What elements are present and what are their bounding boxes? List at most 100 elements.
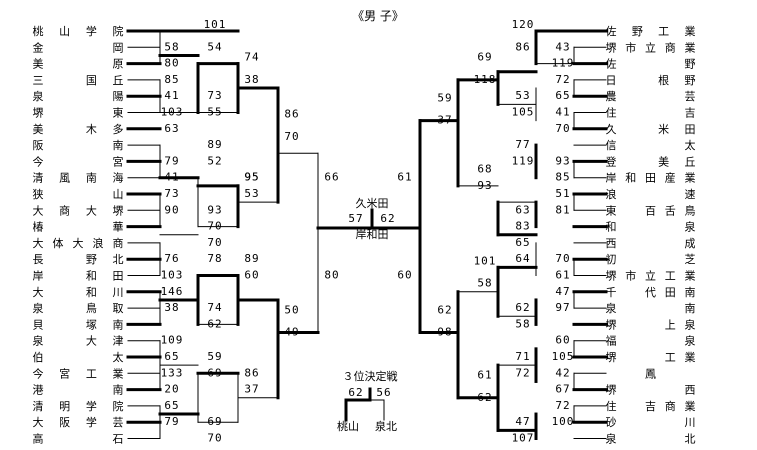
left_r1-score: 58 [164, 40, 179, 53]
right-team-char: 和 [606, 221, 617, 234]
left_r1-score: 20 [164, 383, 179, 396]
right_r2-score: 118 [474, 73, 497, 86]
left_r1-score: 93 [207, 203, 222, 216]
left_r1-score: 52 [207, 154, 222, 167]
right_r1-score: 120 [512, 18, 535, 31]
right-team-char: 成 [685, 237, 696, 250]
right_r1-score: 63 [515, 203, 530, 216]
right-team-char: 鳥 [685, 203, 696, 217]
right_r1-score: 67 [555, 383, 570, 396]
left_r1-score: 70 [207, 432, 222, 445]
left_r1-score: 101 [204, 18, 227, 31]
right-team-char: 太 [685, 139, 696, 152]
right_r1-score: 61 [555, 269, 570, 282]
right-team-char: 芸 [685, 90, 696, 103]
right-team-char: 野 [632, 25, 643, 38]
left-team-char: 南 [113, 318, 124, 331]
left_r1-score: 133 [161, 366, 184, 379]
right_r2-score: 101 [474, 254, 497, 267]
right-team-char: 美 [658, 155, 669, 168]
left-team-char: 山 [59, 25, 70, 38]
right-team-char: 北 [685, 433, 696, 446]
right_r1-score: 60 [555, 334, 570, 347]
left_r1-score: 65 [164, 399, 179, 412]
left-team-char: 泉 [33, 89, 44, 103]
left-team-char: 南 [113, 139, 124, 152]
right-team-char: 堺 [606, 318, 617, 331]
right-team-char: 市 [625, 269, 636, 283]
left-team-char: 和 [86, 270, 97, 283]
left-team-char: 南 [86, 172, 97, 185]
left_r2-score: 53 [244, 187, 259, 200]
right_r3-score: 37 [437, 114, 452, 127]
left-team-char: 北 [113, 253, 124, 266]
left-team-char: 芸 [113, 416, 124, 429]
right-team-char: 日 [606, 74, 617, 87]
left-team-char: 阪 [59, 415, 70, 429]
left-team-char: 和 [86, 286, 97, 299]
left_r1-score: 70 [207, 220, 222, 233]
right-team-char: 東 [606, 204, 617, 217]
right_r2-score: 62 [477, 391, 492, 404]
left_r1-score: 103 [161, 106, 184, 119]
left_r3-score: 86 [284, 108, 299, 121]
right-team-char: 業 [685, 25, 696, 38]
left-team-char: 貝 [33, 318, 44, 331]
right-team-char: 代 [645, 286, 656, 299]
right-team-char: 鳳 [645, 367, 656, 380]
right-team-char: 上 [665, 318, 676, 331]
right-team-char: 堺 [606, 351, 617, 364]
right_r4-score: 60 [397, 269, 412, 282]
left_r1-score: 54 [207, 40, 222, 53]
right-team-char: 住 [606, 399, 617, 413]
right_r1-score: 47 [515, 415, 530, 428]
right_r1-score: 105 [512, 106, 535, 119]
left-team-char: 太 [113, 351, 124, 364]
left-team-char: 伯 [33, 350, 44, 364]
left-team-char: 院 [113, 24, 124, 38]
left-team-char: 石 [113, 433, 124, 446]
left-team-char: 国 [86, 74, 97, 87]
left-team-char: 大 [33, 203, 44, 217]
final-left-score: 57 [348, 212, 363, 225]
left_r1-score: 146 [161, 285, 184, 298]
left-team-char: 大 [33, 415, 44, 429]
left-team-char: 今 [33, 366, 44, 380]
right_r1-score: 42 [555, 366, 570, 379]
left_r1-score: 41 [164, 171, 179, 184]
right-team-char: 野 [685, 58, 696, 71]
right_r1-score: 107 [512, 432, 535, 445]
left_r1-score: 103 [161, 269, 184, 282]
right-team-char: 業 [685, 351, 696, 364]
left-team-char: 体 [53, 236, 64, 250]
left_r2-score: 95 [244, 171, 259, 184]
left-team-char: 海 [113, 171, 124, 185]
right-team-char: 久 [606, 123, 617, 136]
right_r4-score: 61 [397, 171, 412, 184]
third-right-score: 56 [376, 386, 391, 399]
left_r1-score: 76 [164, 252, 179, 265]
left_r1-score: 78 [207, 252, 222, 265]
right-team-char: 信 [606, 139, 617, 152]
right-team-char: 南 [685, 302, 696, 315]
left_r2-score: 38 [244, 73, 259, 86]
left-team-char: 院 [113, 399, 124, 413]
left-team-char: 大 [33, 285, 44, 299]
right_r1-score: 93 [555, 154, 570, 167]
left_r1-score: 69 [207, 366, 222, 379]
final-right-score: 62 [380, 212, 395, 225]
right-team-char: 百 [645, 204, 656, 217]
left-team-char: 堺 [33, 107, 44, 120]
right-team-char: 工 [665, 351, 676, 364]
left-team-char: 長 [33, 253, 44, 266]
left_r1-score: 90 [164, 203, 179, 216]
right_r1-score: 47 [555, 285, 570, 298]
right-team-char: 和 [625, 172, 636, 185]
third-left-score: 62 [348, 386, 363, 399]
right-team-char: 業 [685, 41, 696, 54]
left-team-char: 南 [113, 384, 124, 397]
right_r3-score: 62 [437, 303, 452, 316]
right-team-char: 登 [606, 154, 617, 168]
left-team-char: 田 [113, 270, 124, 283]
